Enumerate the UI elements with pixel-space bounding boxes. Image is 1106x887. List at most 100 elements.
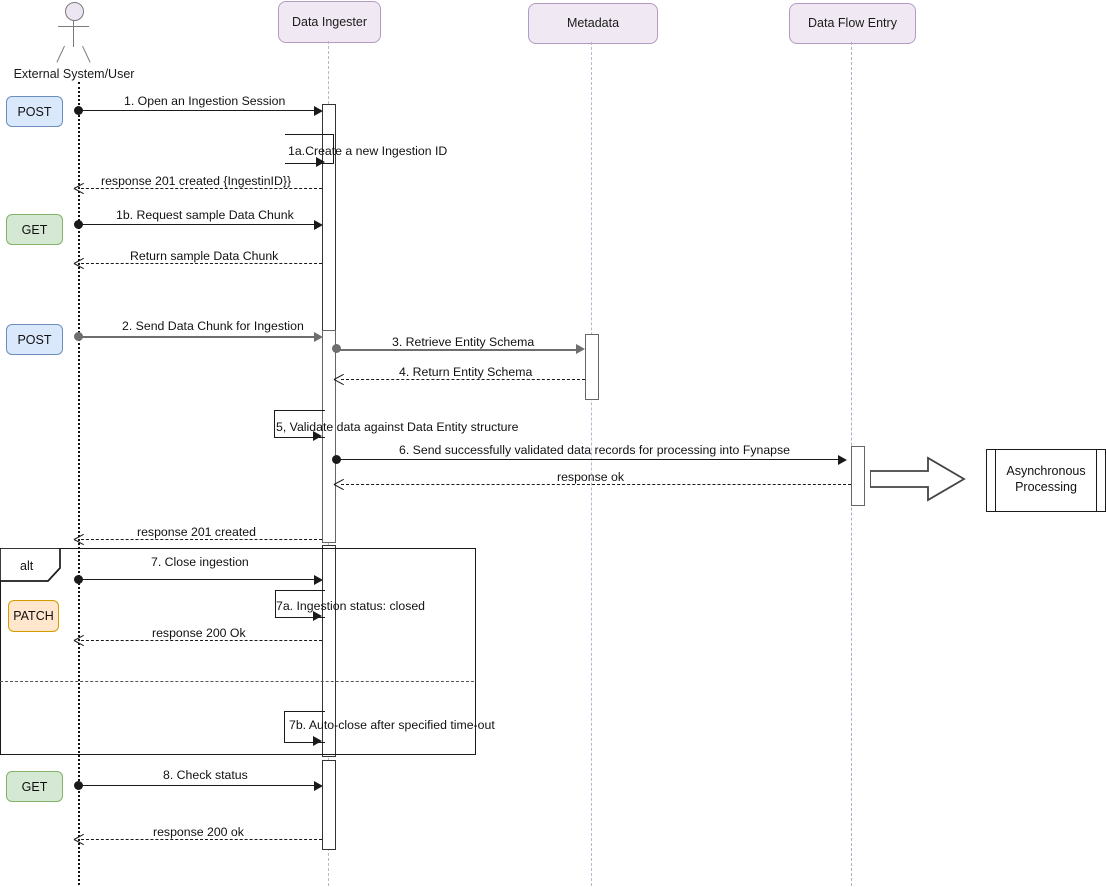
message-line-m2	[80, 336, 320, 338]
message-line-m8	[80, 785, 320, 786]
message-origin-dot-m8	[74, 781, 83, 790]
message-line-m6r	[341, 484, 851, 485]
actor-left-leg-line	[56, 45, 66, 63]
message-arrowhead-m8	[314, 780, 323, 791]
message-line-m3	[338, 349, 578, 351]
self-message-loop-m7a	[275, 590, 325, 618]
message-arrowhead-m2r	[74, 534, 85, 545]
message-label-m1r: response 201 created {IngestinID}}	[101, 174, 292, 188]
message-label-m2r: response 201 created	[137, 525, 256, 539]
badge-post-1[interactable]: POST	[6, 96, 63, 127]
message-arrowhead-m4	[334, 374, 345, 385]
alt-fragment-label: alt	[20, 559, 34, 573]
message-arrowhead-m7a	[313, 611, 322, 621]
message-arrowhead-m1	[314, 105, 323, 116]
message-arrowhead-m3	[576, 344, 585, 354]
async-block-arrow-icon	[870, 456, 966, 502]
message-line-m1r	[81, 188, 322, 189]
badge-label: GET	[21, 222, 48, 237]
message-arrowhead-m6r	[334, 479, 345, 490]
message-label-m6r: response ok	[557, 470, 624, 484]
participant-label: Data Ingester	[291, 14, 368, 29]
message-line-m7	[80, 579, 320, 580]
message-line-m7r	[81, 640, 322, 641]
badge-post-2[interactable]: POST	[6, 324, 63, 355]
participant-label: Metadata	[566, 16, 620, 31]
message-label-m4: 4. Return Entity Schema	[399, 365, 533, 379]
actor-body-line	[73, 20, 75, 47]
actor-figure	[55, 2, 93, 63]
message-line-m1b	[80, 224, 320, 225]
badge-get-2[interactable]: GET	[6, 771, 63, 802]
message-line-m2r	[81, 539, 322, 540]
async-processing-node[interactable]: Asynchronous Processing	[986, 449, 1106, 512]
message-origin-dot-m2	[74, 332, 83, 341]
message-label-m5: 5, Validate data against Data Entity str…	[276, 420, 519, 434]
message-label-m8r: response 200 ok	[153, 825, 244, 839]
participant-metadata[interactable]: Metadata	[528, 3, 658, 44]
message-arrowhead-m7b	[313, 736, 322, 746]
message-arrowhead-m1br	[74, 258, 85, 269]
actor-label: External System/User	[13, 67, 135, 81]
self-message-loop-m1a	[285, 134, 334, 164]
message-arrowhead-m8r	[74, 834, 85, 845]
actor-arms-line	[58, 26, 89, 28]
message-label-m6: 6. Send successfully validated data reco…	[399, 443, 790, 457]
message-label-m3: 3. Retrieve Entity Schema	[392, 335, 535, 349]
message-arrowhead-m5	[313, 431, 322, 441]
message-line-m1br	[81, 263, 322, 264]
process-left-bar	[995, 450, 996, 511]
message-origin-dot-m1	[74, 106, 83, 115]
message-arrowhead-m7	[314, 574, 323, 585]
message-arrowhead-m1a	[316, 157, 325, 167]
message-label-m1a: 1a.Create a new Ingestion ID	[288, 144, 448, 158]
message-arrowhead-m7r	[74, 635, 85, 646]
message-label-m7a: 7a. Ingestion status: closed	[276, 599, 426, 613]
message-line-m6	[338, 459, 844, 460]
process-right-bar	[1096, 450, 1097, 511]
message-label-m7b: 7b. Auto-close after specified time-out	[289, 718, 495, 732]
message-origin-dot-m7	[74, 575, 83, 584]
message-arrowhead-m6	[838, 454, 847, 465]
activation-bar-ingester-2	[322, 330, 336, 543]
alt-fragment-tab	[0, 548, 61, 582]
actor-head-icon	[65, 2, 84, 21]
badge-label: POST	[17, 104, 52, 119]
message-line-m4	[341, 379, 585, 380]
message-label-m7: 7. Close ingestion	[151, 555, 249, 569]
activation-bar-ingester-4	[322, 760, 336, 850]
message-label-m1b: 1b. Request sample Data Chunk	[116, 208, 294, 222]
activation-bar-ingester-3	[322, 545, 336, 757]
self-message-loop-m7b	[284, 711, 325, 743]
badge-label: POST	[17, 332, 52, 347]
message-label-m2: 2. Send Data Chunk for Ingestion	[122, 319, 304, 333]
badge-get-1[interactable]: GET	[6, 214, 63, 245]
message-origin-dot-m6	[332, 455, 341, 464]
message-line-m1	[80, 110, 320, 111]
participant-label: Data Flow Entry	[808, 16, 897, 31]
alt-fragment-separator	[0, 681, 474, 682]
activation-bar-metadata-1	[585, 334, 599, 400]
badge-patch-1[interactable]: PATCH	[8, 600, 59, 632]
async-processing-line2: Processing	[1015, 479, 1077, 494]
message-arrowhead-m1b	[314, 219, 323, 230]
participant-data-ingester[interactable]: Data Ingester	[278, 1, 381, 43]
async-processing-label: Asynchronous Processing	[1001, 464, 1091, 495]
alt-fragment	[0, 548, 476, 755]
message-label-m1br: Return sample Data Chunk	[130, 249, 279, 263]
badge-label: PATCH	[13, 609, 54, 623]
message-label-m7r: response 200 Ok	[152, 626, 246, 640]
actor-right-leg-line	[82, 45, 91, 63]
message-arrowhead-m1r	[74, 183, 85, 194]
message-origin-dot-m1b	[74, 220, 83, 229]
badge-label: GET	[21, 779, 48, 794]
message-arrowhead-m2	[314, 331, 323, 342]
message-label-m8: 8. Check status	[163, 768, 248, 782]
actor-lifeline	[78, 82, 80, 885]
async-processing-line1: Asynchronous	[1006, 464, 1086, 478]
lifeline-metadata	[591, 42, 592, 886]
message-line-m8r	[81, 839, 322, 840]
participant-data-flow-entry[interactable]: Data Flow Entry	[789, 3, 916, 44]
message-label-m1: 1. Open an Ingestion Session	[124, 94, 286, 108]
